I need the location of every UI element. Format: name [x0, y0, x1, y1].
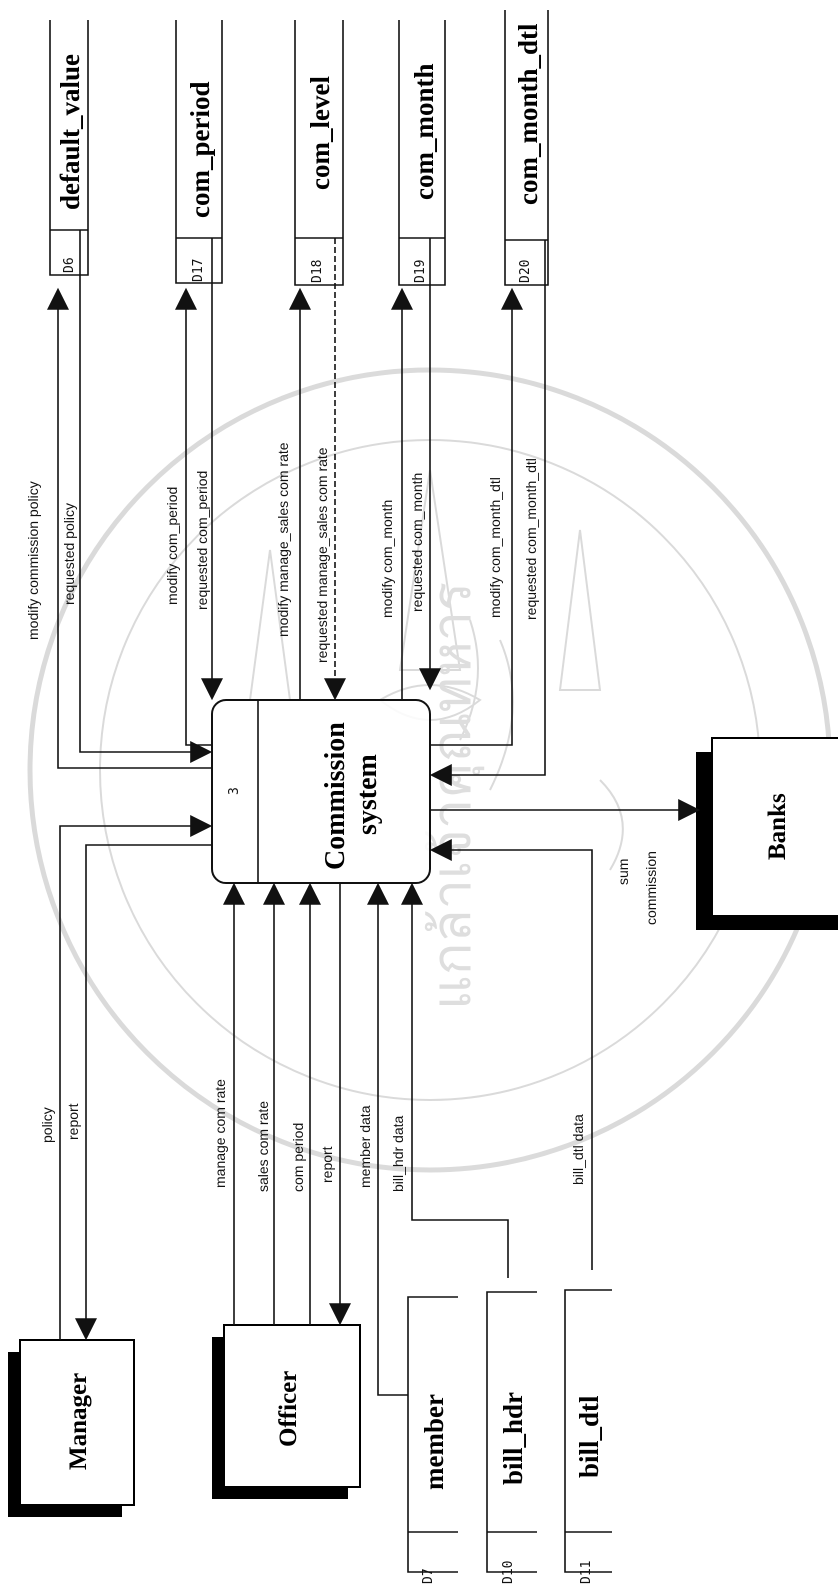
label-requested-manage-sales-com-rate: requested manage_sales com rate — [314, 447, 330, 663]
store-d11-name: bill_dtl — [574, 1395, 604, 1478]
store-d19-name: com_month — [409, 64, 439, 201]
label-policy: policy — [39, 1107, 55, 1143]
label-sales-com-rate: sales com rate — [255, 1101, 271, 1192]
process-commission-system[interactable]: 3 Commission system — [211, 699, 431, 884]
label-requested-com-month: requested com_month — [409, 473, 425, 612]
process-name-line1: Commission — [320, 722, 351, 870]
store-d11-bill-dtl[interactable]: D11 bill_dtl — [564, 1289, 612, 1584]
flow-report-manager — [75, 844, 212, 1341]
flow-modify-commission-policy — [47, 287, 212, 769]
label-sum: sum — [615, 859, 631, 885]
entity-officer-label: Officer — [275, 1371, 302, 1447]
entity-manager[interactable]: Manager — [8, 1339, 135, 1517]
process-name-line2: system — [352, 754, 383, 835]
store-d10-id: D10 — [501, 1561, 516, 1584]
flow-member-data — [367, 882, 408, 1396]
store-d18-id: D18 — [310, 260, 325, 283]
flow-policy — [59, 815, 213, 1340]
flow-requested-com-month-dtl — [429, 240, 546, 786]
flow-bill-dtl-data — [429, 839, 593, 1270]
store-d17-id: D17 — [191, 259, 206, 282]
entity-officer[interactable]: Officer — [212, 1324, 361, 1499]
label-modify-com-period: modify com_period — [164, 487, 180, 605]
label-report-manager: report — [65, 1103, 81, 1140]
store-d7-id: D7 — [421, 1568, 436, 1584]
process-id: 3 — [227, 787, 242, 795]
label-requested-policy: requested policy — [61, 503, 77, 605]
store-d19-com-month[interactable]: D19 com_month — [398, 20, 446, 286]
label-modify-commission-policy: modify commission policy — [25, 481, 41, 640]
store-d10-name: bill_hdr — [498, 1392, 528, 1485]
label-com-period: com period — [290, 1123, 306, 1192]
store-d6-default-value[interactable]: D6 default_value — [49, 20, 89, 276]
store-d17-com-period[interactable]: D17 com_period — [175, 20, 223, 284]
flow-modify-com-month-dtl — [430, 287, 523, 746]
store-d18-com-level[interactable]: D18 com_level — [294, 20, 344, 286]
label-modify-manage-sales-com-rate: modify manage_sales com rate — [275, 442, 291, 637]
flow-modify-com-period — [175, 287, 212, 746]
store-d10-bill-hdr[interactable]: D10 bill_hdr — [486, 1291, 537, 1584]
label-modify-com-month: modify com_month — [379, 500, 395, 618]
store-d20-name: com_month_dtl — [513, 23, 543, 205]
label-requested-com-period: requested com_period — [194, 471, 210, 610]
label-requested-com-month-dtl: requested com_month_dtl — [523, 458, 539, 620]
label-manage-com-rate: manage com rate — [212, 1079, 228, 1188]
flow-requested-policy — [79, 230, 213, 763]
flow-bill-hdr-data — [401, 882, 509, 1278]
store-d7-member[interactable]: D7 member — [407, 1296, 458, 1584]
entity-banks-label: Banks — [764, 793, 791, 860]
label-bill-hdr-data: bill_hdr data — [390, 1116, 406, 1192]
entity-banks[interactable]: Banks — [696, 737, 838, 930]
store-d7-name: member — [419, 1394, 449, 1490]
store-d20-id: D20 — [518, 260, 533, 283]
label-bill-dtl-data: bill_dtl data — [570, 1114, 586, 1185]
store-d18-name: com_level — [305, 76, 335, 190]
entity-manager-label: Manager — [65, 1373, 92, 1470]
label-commission: commission — [643, 851, 659, 925]
store-d6-name: default_value — [55, 54, 85, 210]
store-d6-id: D6 — [62, 257, 77, 273]
store-d11-id: D11 — [579, 1561, 594, 1584]
label-member-data: member data — [357, 1105, 373, 1188]
store-d20-com-month-dtl[interactable]: D20 com_month_dtl — [504, 10, 549, 286]
label-report-officer: report — [319, 1146, 335, 1183]
label-modify-com-month-dtl: modify com_month_dtl — [487, 477, 503, 618]
store-d17-name: com_period — [185, 82, 215, 218]
store-d19-id: D19 — [413, 260, 428, 283]
